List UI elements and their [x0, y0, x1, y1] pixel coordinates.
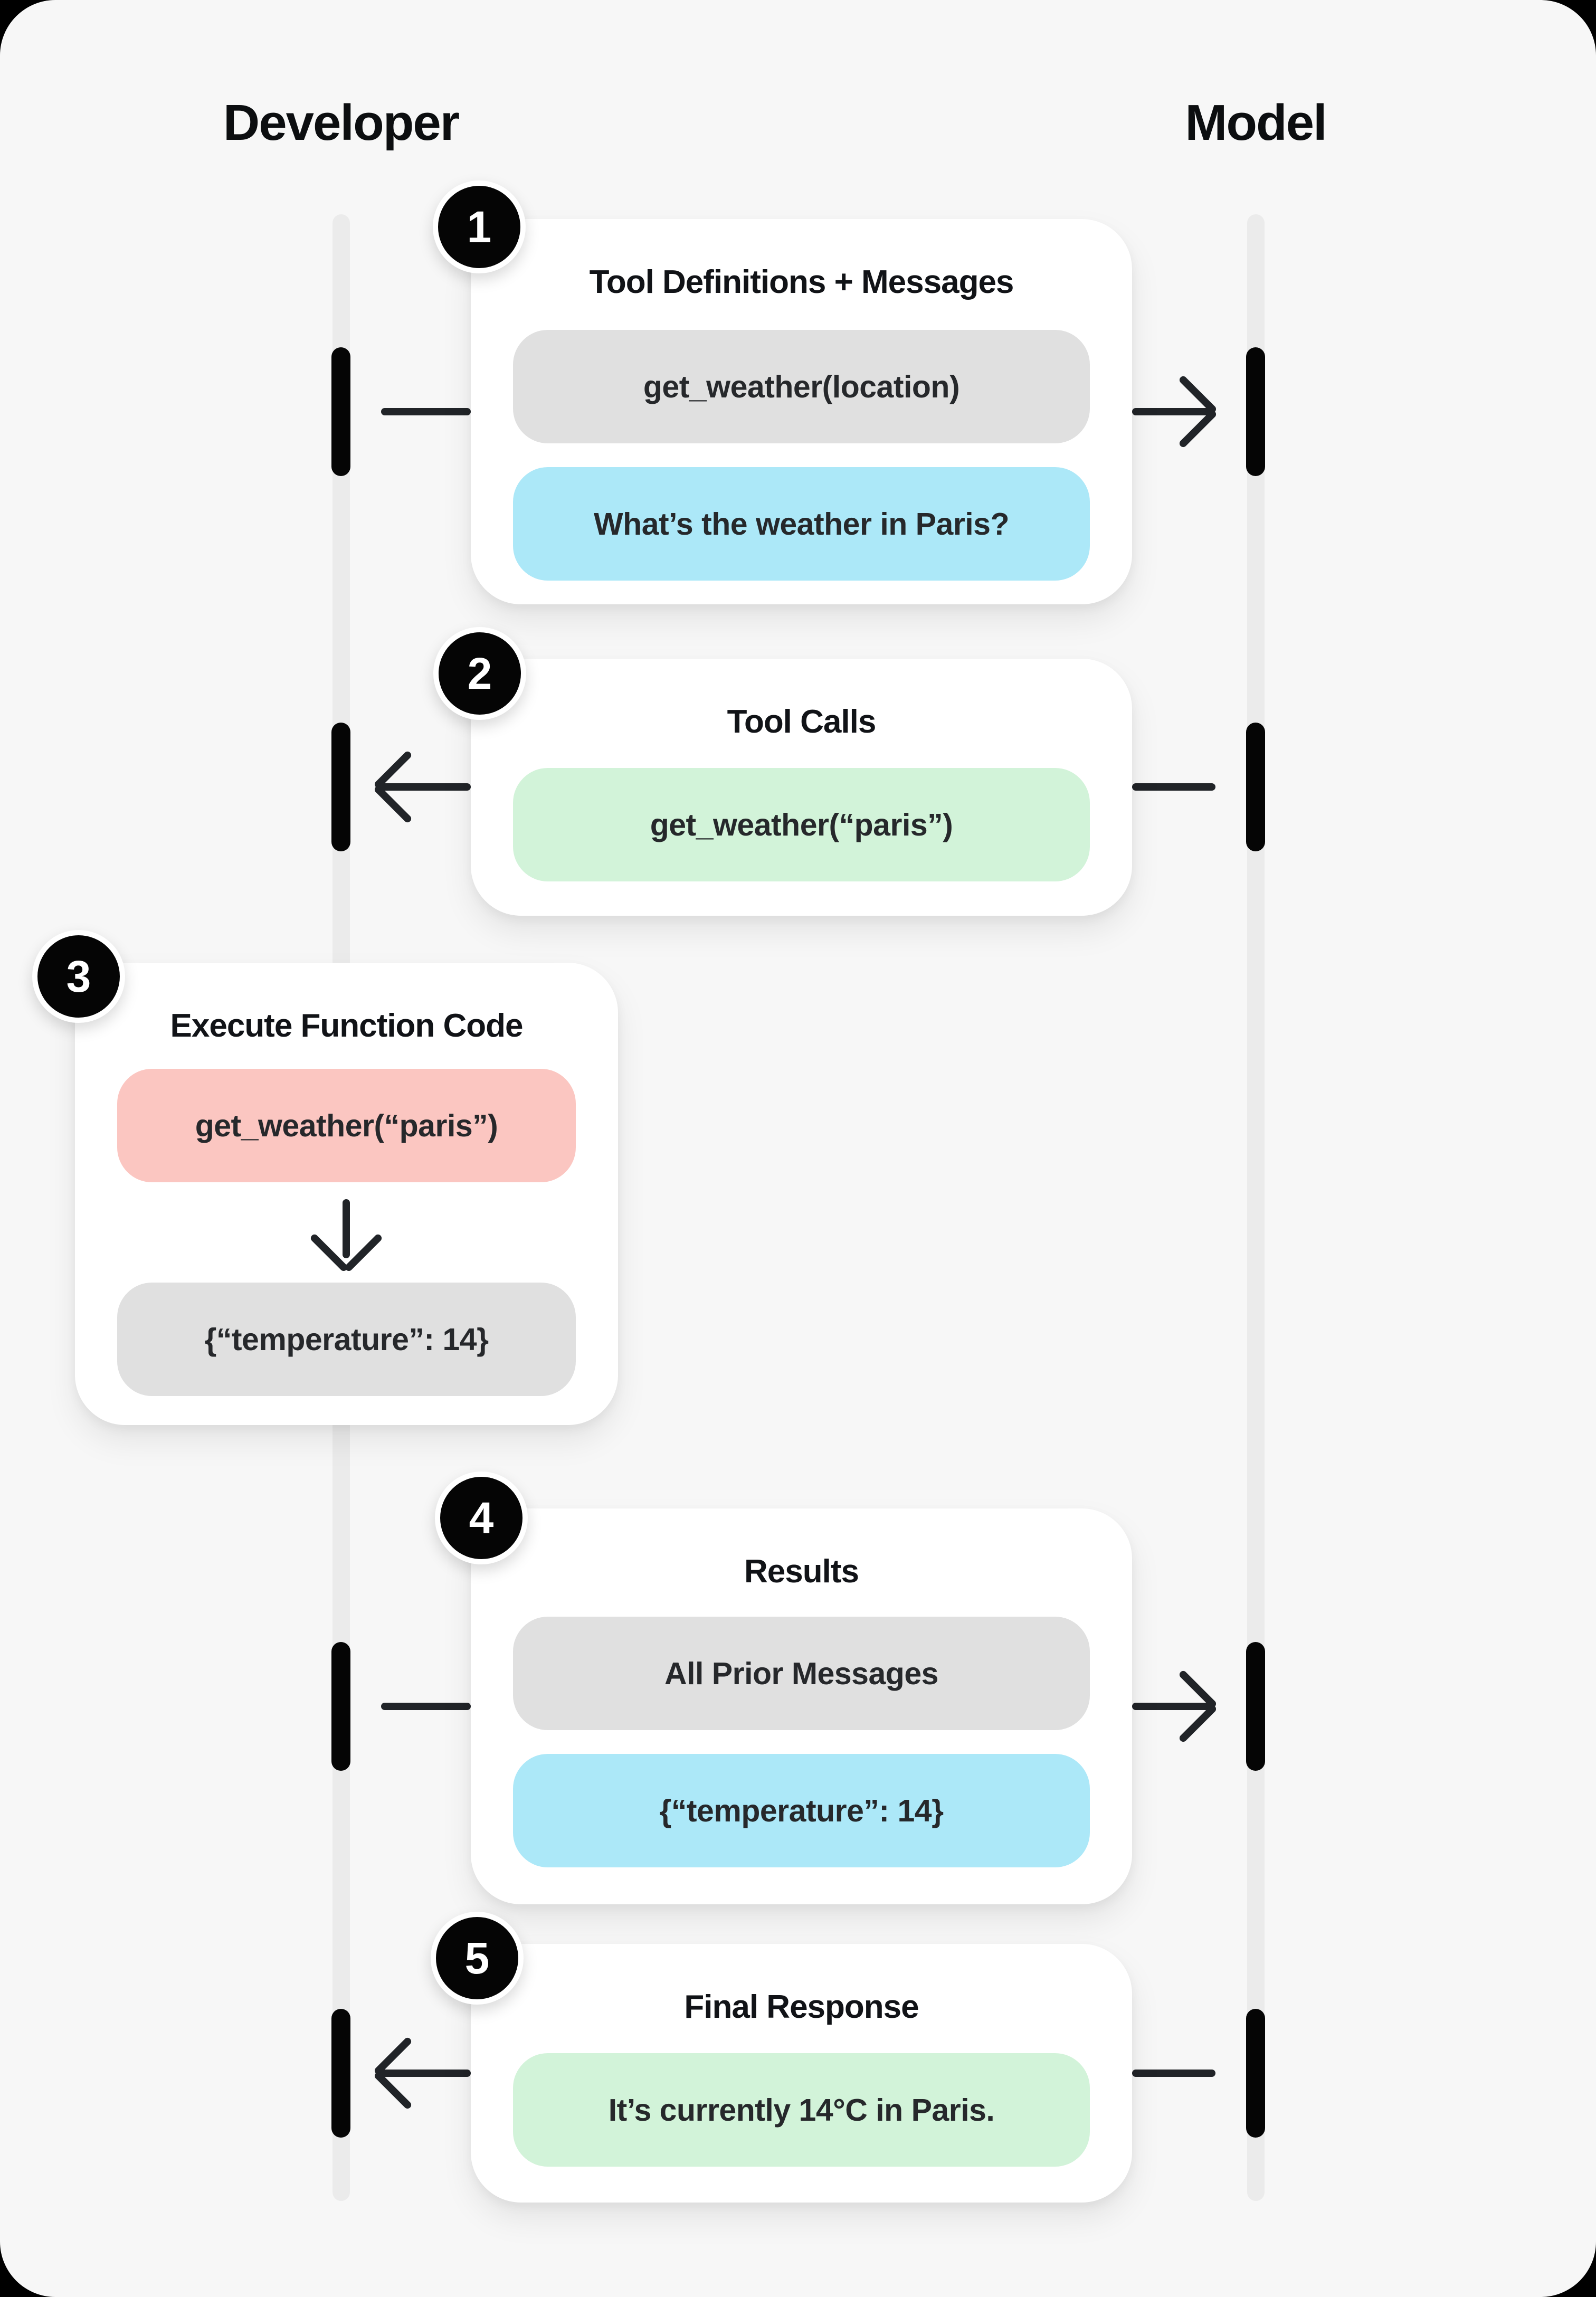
pill-function-invocation: get_weather(“paris”)	[117, 1069, 576, 1182]
step-card-tool-definitions: Tool Definitions + Messages get_weather(…	[471, 219, 1132, 604]
message-line-step5-right	[1132, 2070, 1215, 2077]
actor-label-model: Model	[1185, 94, 1327, 151]
card-title: Tool Definitions + Messages	[589, 264, 1014, 300]
pill-user-message: What’s the weather in Paris?	[513, 467, 1090, 581]
pill-final-response: It’s currently 14°C in Paris.	[513, 2053, 1090, 2167]
activation-bar-developer-step1	[331, 347, 350, 476]
message-line-step1-right	[1132, 408, 1211, 415]
step-number: 3	[66, 951, 91, 1001]
activation-bar-model-step5	[1246, 2009, 1265, 2138]
activation-bar-developer-step5	[331, 2009, 350, 2138]
message-line-step2-right	[1132, 783, 1215, 791]
message-line-step2-left	[381, 783, 471, 791]
pill-prior-messages: All Prior Messages	[513, 1617, 1090, 1730]
lifeline-model	[1247, 214, 1265, 2201]
message-line-step4-left	[381, 1703, 471, 1710]
activation-bar-developer-step2	[331, 723, 350, 851]
pill-function-result: {“temperature”: 14}	[117, 1283, 576, 1396]
card-title: Tool Calls	[727, 704, 877, 740]
pill-result-message: {“temperature”: 14}	[513, 1754, 1090, 1867]
card-title: Execute Function Code	[170, 1008, 524, 1044]
activation-bar-model-step4	[1246, 1642, 1265, 1771]
actor-label-developer: Developer	[223, 94, 460, 151]
step-number-badge: 2	[433, 627, 526, 720]
step-number: 5	[464, 1933, 490, 1983]
card-title: Results	[744, 1553, 859, 1590]
activation-bar-model-step1	[1246, 347, 1265, 476]
step-number-badge: 5	[431, 1912, 524, 2005]
step-number: 1	[467, 202, 492, 252]
step-number: 2	[467, 648, 492, 698]
message-line-step4-right	[1132, 1703, 1211, 1710]
message-line-step1-left	[381, 408, 471, 415]
pill-tool-call: get_weather(“paris”)	[513, 768, 1090, 881]
card-title: Final Response	[684, 1989, 919, 2025]
step-number-badge: 1	[433, 181, 526, 273]
arrow-down-line	[343, 1199, 350, 1258]
step-card-tool-calls: Tool Calls get_weather(“paris”)	[471, 659, 1132, 916]
step-card-final-response: Final Response It’s currently 14°C in Pa…	[471, 1944, 1132, 2203]
pill-tool-definition: get_weather(location)	[513, 330, 1090, 443]
activation-bar-model-step2	[1246, 723, 1265, 851]
activation-bar-developer-step4	[331, 1642, 350, 1771]
step-number: 4	[469, 1493, 494, 1543]
step-card-results: Results All Prior Messages {“temperature…	[471, 1508, 1132, 1904]
step-number-badge: 4	[435, 1472, 528, 1564]
message-line-step5-left	[381, 2070, 471, 2077]
step-number-badge: 3	[32, 930, 125, 1023]
step-card-execute-function: Execute Function Code get_weather(“paris…	[75, 963, 618, 1425]
